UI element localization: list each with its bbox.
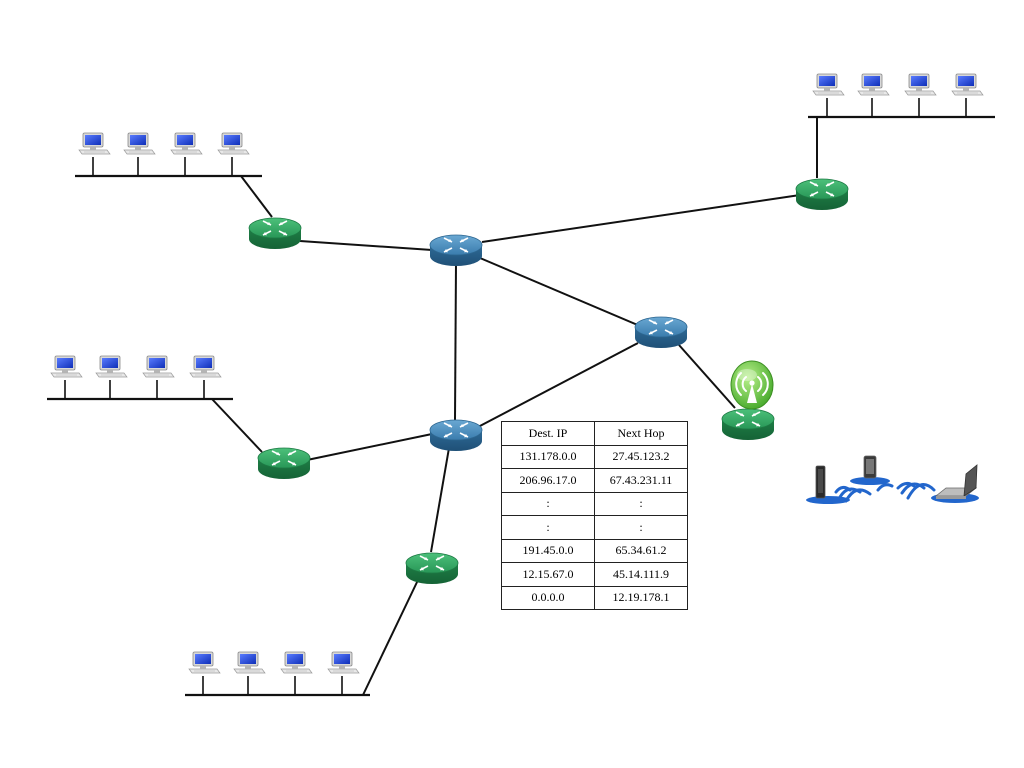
link-edge-w-to-core-bottom: [306, 433, 433, 461]
next-hop-cell: :: [594, 515, 688, 540]
router-icon-edge-ne: [796, 179, 848, 210]
router-icon-edge-nw: [249, 218, 301, 249]
link-core-top-to-core-bottom: [454, 261, 457, 421]
dest-ip-cell: 0.0.0.0: [501, 585, 595, 610]
next-hop-cell: 45.14.111.9: [594, 562, 688, 587]
dest-ip-cell: 206.96.17.0: [501, 468, 595, 493]
next-hop-cell: 67.43.231.11: [594, 468, 688, 493]
table-row: 0.0.0.0 12.19.178.1: [501, 585, 688, 610]
router-icon-wireless: [722, 409, 774, 440]
column-header-dest-ip: Dest. IP: [501, 421, 595, 446]
routing-table: Dest. IP Next Hop 131.178.0.0 27.45.123.…: [501, 421, 688, 610]
table-row: : :: [501, 515, 688, 540]
desktop-computer-icon: [142, 355, 175, 378]
link-core-top-to-core-right: [479, 257, 641, 327]
desktop-computer-icon: [50, 355, 83, 378]
router-icon-core-bottom: [430, 420, 482, 451]
link-nw-lan-to-router: [240, 175, 273, 218]
dest-ip-cell: :: [501, 515, 595, 540]
next-hop-cell: 12.19.178.1: [594, 585, 688, 610]
table-row: 206.96.17.0 67.43.231.11: [501, 468, 688, 493]
lan-segment-s: [185, 651, 370, 697]
desktop-computer-icon: [170, 132, 203, 155]
dest-ip-cell: 131.178.0.0: [501, 444, 595, 469]
desktop-computer-icon: [857, 73, 890, 96]
wireless-antenna-icon: [730, 360, 774, 410]
link-edge-nw-to-core-top: [299, 240, 433, 251]
lan-segment-ne: [808, 73, 995, 119]
link-core-right-to-wireless-router: [678, 344, 736, 409]
table-header-row: Dest. IP Next Hop: [501, 421, 688, 446]
next-hop-cell: 65.34.61.2: [594, 538, 688, 563]
links: [211, 117, 818, 696]
desktop-computer-icon: [233, 651, 266, 674]
table-row: 191.45.0.0 65.34.61.2: [501, 538, 688, 563]
desktop-computer-icon: [217, 132, 250, 155]
desktop-computer-icon: [189, 355, 222, 378]
desktop-computer-icon: [951, 73, 984, 96]
link-s-lan-to-router: [362, 579, 419, 696]
router-icon-core-top: [430, 235, 482, 266]
router-icon-core-right: [635, 317, 687, 348]
link-core-top-to-edge-ne: [481, 194, 801, 243]
desktop-computer-icon: [280, 651, 313, 674]
table-row: 12.15.67.0 45.14.111.9: [501, 562, 688, 587]
link-core-bottom-to-edge-s: [430, 447, 450, 553]
dest-ip-cell: 12.15.67.0: [501, 562, 595, 587]
desktop-computer-icon: [188, 651, 221, 674]
next-hop-cell: :: [594, 491, 688, 516]
link-w-lan-to-router: [211, 398, 263, 453]
column-header-next-hop: Next Hop: [594, 421, 688, 446]
dest-ip-cell: 191.45.0.0: [501, 538, 595, 563]
wireless-devices-icon: [806, 455, 979, 504]
desktop-computer-icon: [123, 132, 156, 155]
link-core-bottom-to-core-right: [477, 342, 639, 428]
desktop-computer-icon: [812, 73, 845, 96]
desktop-computer-icon: [78, 132, 111, 155]
desktop-computer-icon: [327, 651, 360, 674]
desktop-computer-icon: [904, 73, 937, 96]
router-icon-edge-s: [406, 553, 458, 584]
router-icon-edge-w: [258, 448, 310, 479]
table-row: 131.178.0.0 27.45.123.2: [501, 444, 688, 469]
lan-segment-w: [47, 355, 233, 401]
dest-ip-cell: :: [501, 491, 595, 516]
table-row: : :: [501, 491, 688, 516]
next-hop-cell: 27.45.123.2: [594, 444, 688, 469]
desktop-computer-icon: [95, 355, 128, 378]
lan-segment-nw: [75, 132, 262, 178]
